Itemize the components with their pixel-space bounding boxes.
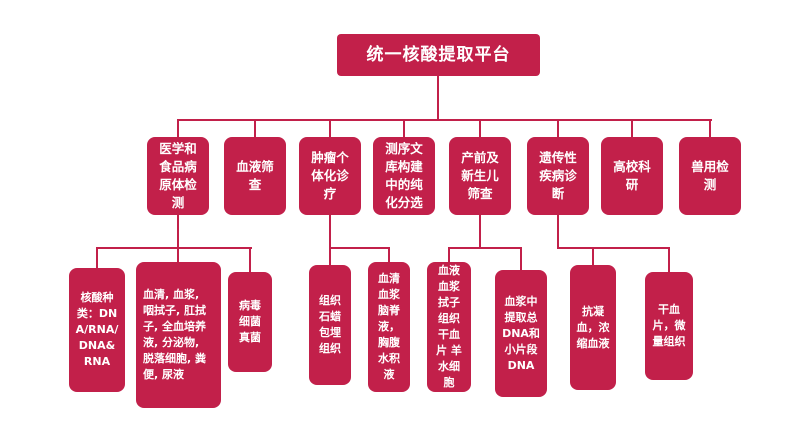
branch-label: 产前及新生儿筛查	[461, 150, 499, 201]
branch-tumor-personalized-treatment: 肿瘤个体化诊疗	[299, 137, 361, 215]
connector-branch3-vertical	[329, 215, 331, 249]
leaf-label: 抗凝血，浓缩血液	[576, 304, 610, 350]
leaf-virus-bacteria-fungi: 病毒细菌真菌	[228, 272, 272, 372]
connector-drop-leaf-3a	[329, 247, 331, 265]
branch-university-research: 高校科研	[601, 137, 663, 215]
connector-drop-branch-1	[177, 119, 179, 137]
leaf-label: 血清, 血浆, 咽拭子, 肛拭子, 全血培养液, 分泌物, 脱落细胞, 粪便, …	[143, 288, 207, 381]
node-root-unified-platform: 统一核酸提取平台	[337, 34, 540, 76]
leaf-paraffin-embedded-tissue: 组织石蜡包埋组织	[309, 265, 351, 385]
connector-root-vertical	[437, 76, 439, 121]
leaf-anticoagulated-concentrated-blood: 抗凝血，浓缩血液	[570, 265, 616, 390]
connector-branch3-horizontal	[329, 247, 390, 249]
leaf-plasma-total-dna: 血浆中提取总DNA和小片段DNA	[495, 270, 547, 397]
connector-drop-branch-3	[329, 119, 331, 137]
connector-branch1-horizontal	[96, 247, 252, 249]
leaf-label: 干血片，微量组织	[652, 303, 686, 348]
leaf-label: 病毒细菌真菌	[239, 299, 261, 344]
branch-medical-food-pathogen-detection: 医学和食品病原体检测	[147, 137, 209, 215]
leaf-label: 核酸种类：DNA/RNA/DNA&RNA	[75, 291, 119, 368]
root-label: 统一核酸提取平台	[366, 45, 511, 65]
connector-drop-branch-7	[631, 119, 633, 137]
connector-drop-branch-8	[709, 119, 711, 137]
leaf-sample-types: 血清, 血浆, 咽拭子, 肛拭子, 全血培养液, 分泌物, 脱落细胞, 粪便, …	[136, 262, 221, 408]
connector-drop-branch-2	[254, 119, 256, 137]
leaf-blood-swab-tissue-amniotic: 血液 血浆 拭子 组织 干血片 羊水细胞	[427, 262, 471, 392]
leaf-label: 组织石蜡包埋组织	[319, 294, 341, 355]
branch-veterinary-testing: 兽用检测	[679, 137, 741, 215]
branch-label: 测序文库构建中的纯化分选	[385, 141, 423, 210]
branch-label: 高校科研	[613, 159, 651, 192]
leaf-serum-plasma-csf-effusion: 血清血浆脑脊液，胸腹水积液	[368, 262, 410, 392]
connector-main-horizontal	[177, 119, 712, 121]
leaf-dried-blood-trace-tissue: 干血片，微量组织	[645, 272, 693, 380]
connector-drop-branch-4	[403, 119, 405, 137]
connector-drop-leaf-1a	[96, 247, 98, 268]
connector-drop-leaf-1b	[177, 247, 179, 262]
branch-hereditary-disease-diagnosis: 遗传性疾病诊断	[527, 137, 589, 215]
branch-label: 血液筛查	[236, 159, 274, 192]
connector-drop-branch-5	[479, 119, 481, 137]
connector-branch5-vertical	[479, 215, 481, 249]
connector-drop-leaf-3b	[388, 247, 390, 262]
connector-drop-leaf-6a	[592, 247, 594, 265]
leaf-label: 血液 血浆 拭子 组织 干血片 羊水细胞	[436, 264, 462, 389]
branch-label: 医学和食品病原体检测	[159, 141, 197, 210]
branch-sequencing-library-purification: 测序文库构建中的纯化分选	[373, 137, 435, 215]
connector-drop-leaf-5a	[448, 247, 450, 262]
branch-blood-screening: 血液筛查	[224, 137, 286, 215]
branch-label: 遗传性疾病诊断	[539, 150, 577, 201]
connector-drop-leaf-5b	[520, 247, 522, 270]
branch-prenatal-newborn-screening: 产前及新生儿筛查	[449, 137, 511, 215]
connector-branch5-horizontal	[448, 247, 522, 249]
branch-label: 肿瘤个体化诊疗	[311, 150, 349, 201]
leaf-label: 血浆中提取总DNA和小片段DNA	[502, 294, 540, 372]
connector-drop-leaf-6b	[668, 247, 670, 272]
connector-drop-leaf-1c	[249, 247, 251, 272]
leaf-label: 血清血浆脑脊液，胸腹水积液	[378, 272, 400, 381]
connector-branch6-horizontal	[557, 247, 670, 249]
leaf-nucleic-acid-types: 核酸种类：DNA/RNA/DNA&RNA	[69, 268, 125, 392]
connector-branch6-vertical	[557, 215, 559, 249]
connector-branch1-vertical	[177, 215, 179, 249]
connector-drop-branch-6	[557, 119, 559, 137]
branch-label: 兽用检测	[691, 159, 729, 192]
